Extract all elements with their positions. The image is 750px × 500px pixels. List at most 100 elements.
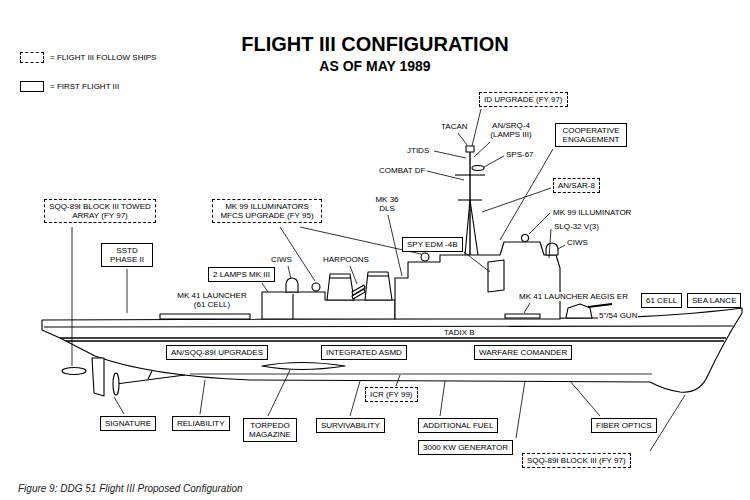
part-label: 5"/54 GUN (598, 311, 638, 320)
box-label: SQQ-89I BLOCK III TOWED ARRAY (FY 97) (49, 202, 151, 220)
diagram-title: FLIGHT III CONFIGURATION (0, 33, 750, 56)
box-label: WARFARE COMANDER (479, 348, 567, 357)
forward-vls (505, 314, 540, 318)
mast-leg (465, 200, 470, 255)
part-label: COMBAT DF (378, 166, 426, 175)
sps67-radar (472, 166, 484, 171)
first-flight-box: 3000 KW GENERATOR (418, 440, 513, 455)
leader-line (464, 252, 490, 272)
box-label: SIGNATURE (105, 419, 151, 428)
box-label: 3000 KW GENERATOR (423, 443, 508, 452)
leader-line (570, 381, 600, 416)
hull-line (44, 326, 733, 327)
rudder (92, 358, 104, 396)
illuminator-stalk (315, 291, 316, 292)
leader-line (524, 303, 530, 313)
forward-ciws (546, 243, 558, 255)
leader-line (127, 269, 128, 313)
stack-cap (329, 277, 351, 278)
box-label: TORPEDO MAGAZINE (248, 421, 292, 439)
box-label: RELIABILITY (177, 419, 225, 428)
box-label: SURVIVABILITY (321, 421, 380, 430)
box-label: COOPERATIVE ENGAGEMENT (560, 126, 622, 144)
first-flight-box: WARFARE COMANDER (474, 345, 572, 360)
forward-illuminator (421, 253, 429, 261)
first-flight-box: SPY EDM -4B (402, 237, 463, 252)
subtitle: AS OF MAY 1989 (317, 58, 432, 74)
leader-line (500, 149, 553, 240)
stack-cap (367, 275, 389, 276)
part-label: TADIX B (443, 328, 476, 337)
first-flight-box: 61 CELL (641, 293, 682, 308)
box-label: SSTD PHASE II (106, 246, 148, 264)
first-flight-box: SIGNATURE (100, 416, 156, 431)
forward-stack (365, 272, 392, 300)
leader-line (396, 375, 400, 386)
box-label: ICR (FY 99) (370, 390, 413, 399)
follow-ship-box: SQQ-89I BLOCK III (FY 97) (522, 453, 631, 468)
box-label: SQQ-89I BLOCK III (FY 97) (527, 456, 626, 465)
leader-line (529, 213, 550, 234)
legend-sample (20, 52, 44, 63)
first-flight-box: SURVIVABILITY (316, 418, 385, 433)
box-label: SPY EDM -4B (407, 240, 458, 249)
first-flight-box: TORPEDO MAGAZINE (243, 418, 297, 442)
leader-line (440, 381, 445, 416)
hangar-door (292, 294, 293, 319)
first-flight-box: 2 LAMPS MK III (208, 267, 275, 282)
follow-ship-box: ICR (FY 99) (365, 387, 418, 402)
follow-ship-box: ID UPGRADE (FY 97) (479, 92, 568, 107)
leader-line (114, 397, 124, 414)
yardarm (455, 174, 485, 175)
shaft-strut (148, 371, 152, 379)
leader-line (350, 266, 357, 284)
leader-line (474, 142, 490, 157)
towed-array-body (62, 368, 86, 375)
box-label: 2 LAMPS MK III (213, 270, 270, 279)
harpoon-canister (352, 285, 365, 295)
boot-topping (60, 337, 726, 338)
leader-line (558, 245, 565, 249)
propeller-shaft (116, 375, 185, 384)
leader-line (72, 227, 73, 366)
part-label: TACAN (440, 122, 469, 131)
hull-outline (42, 308, 742, 392)
aft-vls (160, 314, 250, 319)
follow-ship-box: MK 99 ILLUMINATORS MFCS UPGRADE (FY 95) (212, 199, 322, 223)
part-label: AN/SRQ-4 (LAMPS III) (486, 121, 536, 139)
leader-line (280, 227, 315, 281)
leader-line (200, 380, 205, 414)
legend-sample (20, 81, 44, 92)
gun-barrel (588, 304, 612, 307)
part-label: CIWS (566, 238, 589, 247)
leader-line (458, 133, 467, 145)
leader-line (482, 188, 551, 212)
part-label: MK 36 DLS (372, 195, 402, 213)
box-label: INTEGRATED ASMD (326, 348, 402, 357)
part-label: JTIDS (406, 146, 430, 155)
bridge-illuminator (522, 235, 529, 242)
follow-ship-box: AN/SAR-8 (553, 178, 600, 193)
first-flight-box: FIBER OPTICS (591, 418, 657, 433)
leader-line (472, 109, 481, 146)
figure-caption: Figure 9: DDG 51 Flight III Proposed Con… (18, 483, 243, 495)
aft-ciws (286, 278, 298, 292)
part-label: SLQ-32 V(3) (553, 222, 600, 231)
aft-stack (327, 274, 354, 300)
leader-line (549, 229, 551, 258)
box-label: FIBER OPTICS (596, 421, 652, 430)
keel-line (190, 374, 652, 375)
first-flight-box: SSTD PHASE II (101, 243, 153, 267)
part-label: CIWS (270, 255, 293, 264)
aft-illuminator (312, 283, 320, 291)
mast-leg (470, 200, 478, 255)
part-label: MK 41 LAUNCHER (61 CELL) (174, 291, 250, 309)
boot-topping (66, 340, 724, 341)
leader-line (427, 171, 464, 180)
leader-line (516, 381, 525, 438)
leader-line (388, 215, 402, 276)
torpedo-magazine (262, 363, 345, 370)
box-label: AN/SAR-8 (558, 181, 595, 190)
first-flight-box: COOPERATIVE ENGAGEMENT (555, 123, 627, 147)
